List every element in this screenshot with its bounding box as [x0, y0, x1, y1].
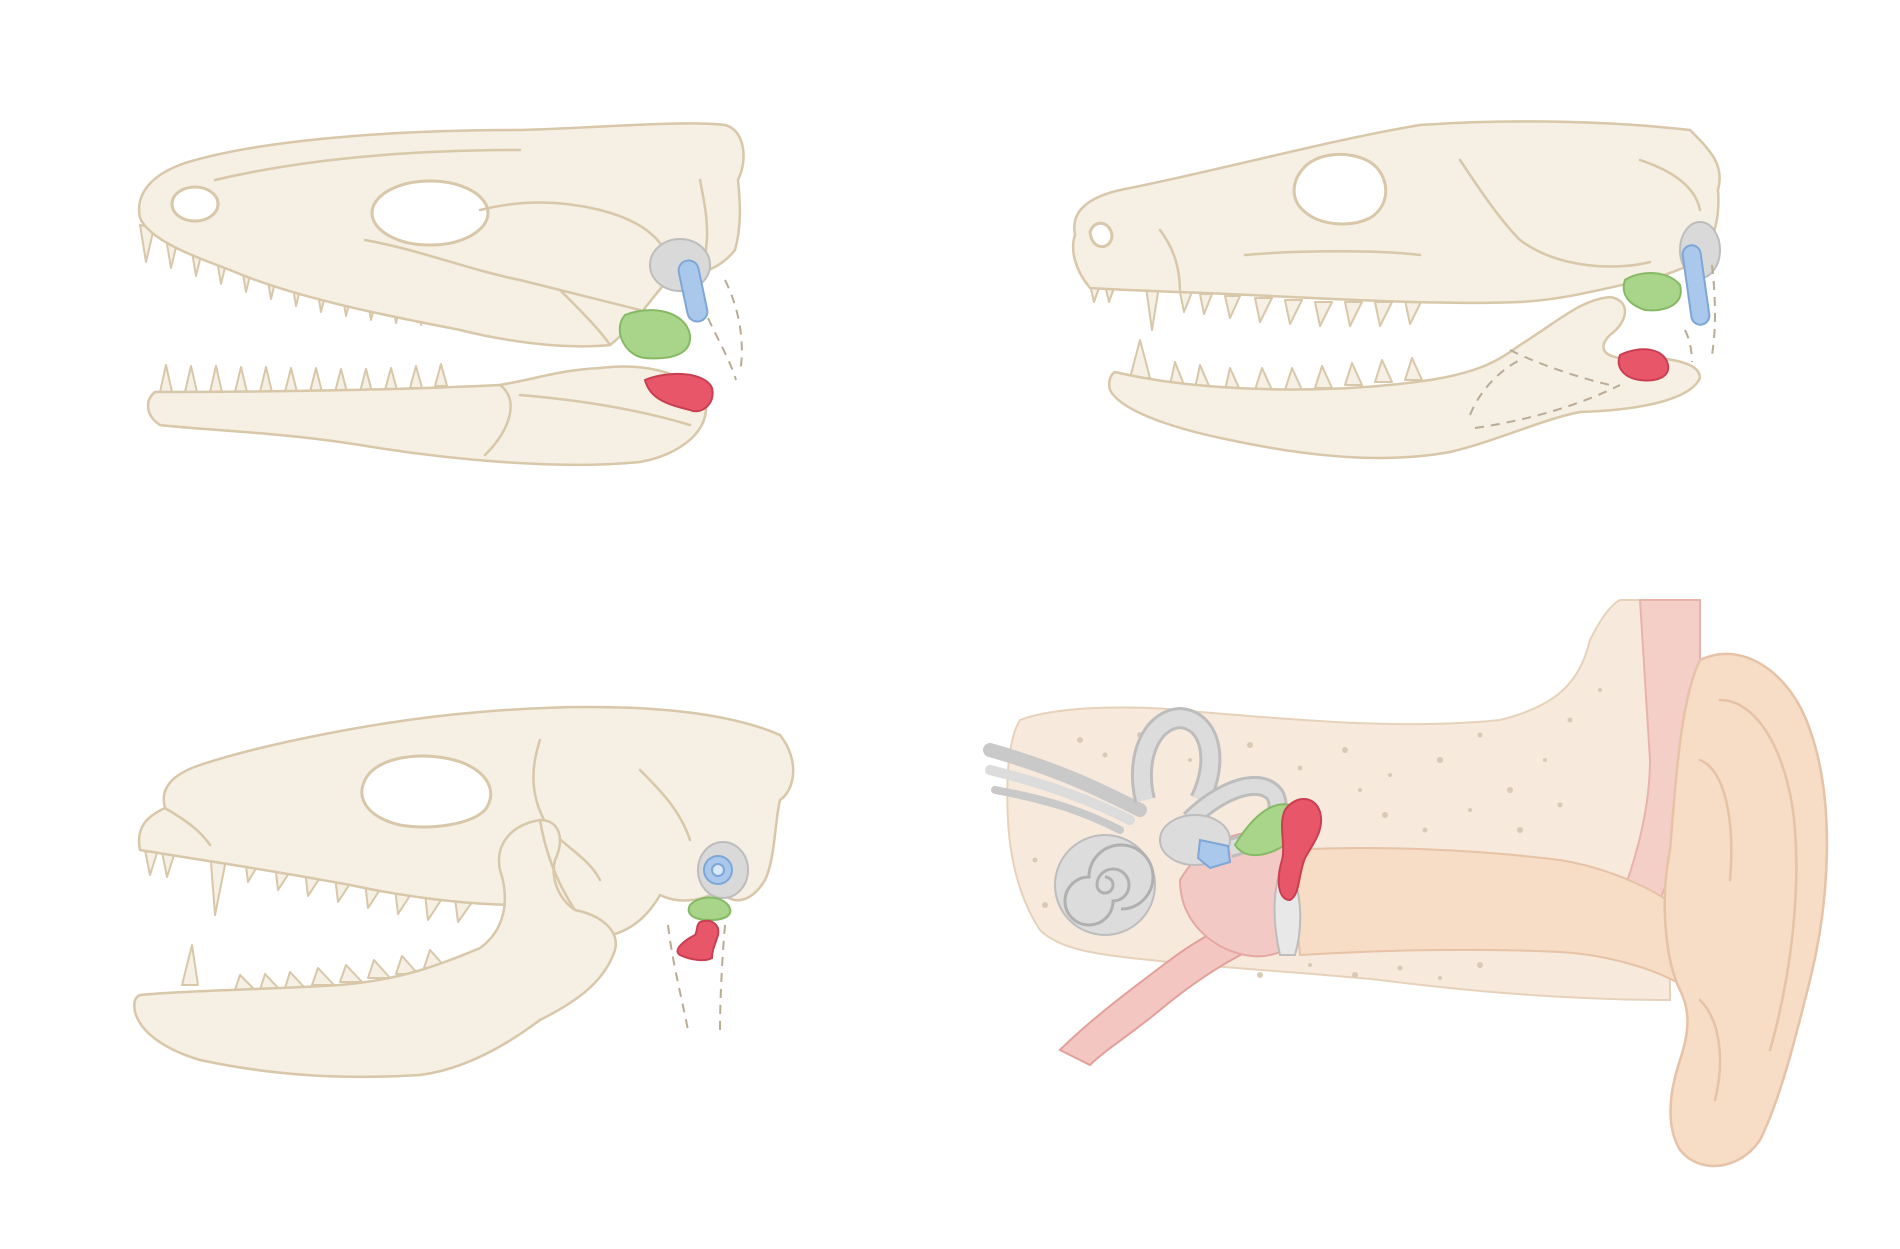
- articular-red: [643, 372, 714, 413]
- articular-red-2: [1617, 348, 1670, 382]
- cochlea: [1054, 834, 1156, 936]
- stapes-blue-4: [1196, 838, 1232, 870]
- stapes-blue-2: [1681, 244, 1711, 326]
- lower-teeth: [159, 363, 448, 393]
- nostril: [170, 185, 220, 223]
- quadrate-green-2: [1622, 272, 1682, 312]
- synapsid-lower-jaw: [1107, 295, 1702, 460]
- nostril-2: [1088, 221, 1114, 249]
- reptile-lower-jaw: [146, 365, 708, 467]
- eye-socket-3: [360, 754, 493, 829]
- stapes-blue: [677, 259, 709, 323]
- eye-socket: [370, 179, 490, 247]
- malleus-red-4: [1277, 798, 1323, 902]
- mammal-skull: [132, 705, 795, 1079]
- incus-green-3: [687, 896, 732, 922]
- advanced-synapsid-skull: [1071, 120, 1721, 460]
- auditory-nerve: [983, 743, 1147, 834]
- pinna: [1663, 652, 1829, 1168]
- human-ear-cross-section: [983, 599, 1829, 1168]
- synapsid-cranium: [1071, 120, 1721, 305]
- lower-teeth-2: [1129, 339, 1423, 391]
- malleus-red-3: [676, 919, 720, 962]
- early-reptile-skull: [137, 122, 745, 467]
- eye-socket-2: [1292, 152, 1388, 226]
- upper-teeth-2: [1089, 279, 1423, 331]
- quadrate-green: [618, 309, 692, 360]
